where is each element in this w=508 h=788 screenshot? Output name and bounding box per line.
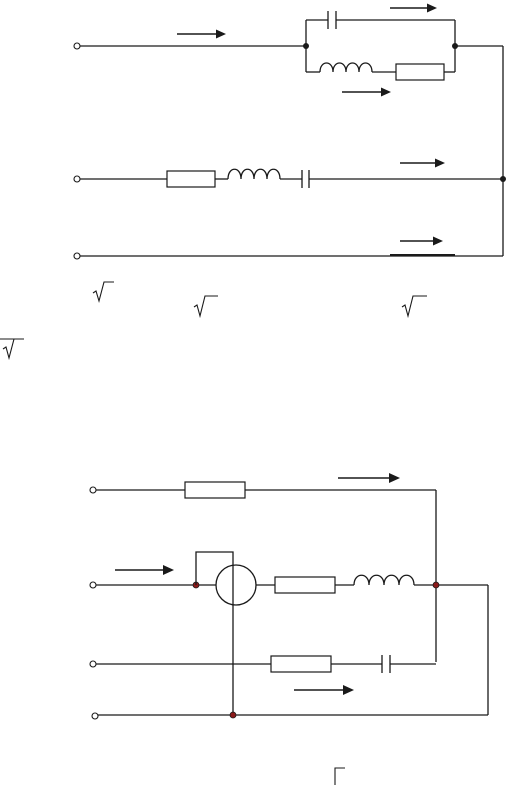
capacitor-top [306, 11, 455, 29]
wattmeter-icon [215, 564, 257, 606]
capacitor-lower-2 [381, 655, 391, 673]
current-arrow-lower-2 [294, 685, 354, 695]
radical-4 [0, 338, 24, 361]
star-node [500, 176, 506, 182]
diagram-2 [89, 473, 489, 785]
diagram-1-phase-top [73, 3, 504, 256]
terminal-middle-1 [73, 175, 81, 183]
terminal-neutral-2 [91, 712, 99, 720]
inductor-middle [227, 168, 281, 180]
current-arrow-rl-branch [342, 87, 391, 97]
inductor-top [319, 62, 373, 73]
current-arrow-bottom [400, 236, 443, 246]
diagram-2-phase-lower [89, 655, 436, 695]
resistor-top [395, 63, 445, 81]
diagram-1 [0, 3, 506, 361]
radical-1 [92, 281, 114, 304]
radical-marks [0, 281, 427, 361]
terminal-middle-2 [89, 581, 97, 589]
current-arrow-middle [400, 158, 445, 168]
radical-3 [401, 295, 427, 319]
terminal-lower-2 [89, 660, 97, 668]
resistor-middle [166, 170, 216, 188]
radical-2 [193, 295, 218, 319]
diagram-2-phase-top [89, 473, 437, 662]
diagram-2-phase-neutral [91, 711, 488, 720]
terminal-bottom-1 [73, 252, 81, 260]
star-node-2 [432, 581, 440, 589]
resistor-middle-2 [274, 576, 336, 594]
capacitor-middle [301, 170, 310, 188]
terminal-top-2 [89, 486, 97, 494]
node [229, 711, 237, 719]
inductor-middle-2 [353, 574, 415, 586]
current-arrow-top-2 [338, 473, 400, 483]
diagram-2-phase-middle [89, 551, 489, 715]
current-arrow-middle-2 [115, 565, 174, 575]
current-arrow-top-1 [177, 29, 226, 39]
diagram-1-phase-middle [73, 158, 506, 188]
terminal-top-1 [73, 42, 81, 50]
resistor-lower-2 [270, 655, 332, 673]
diagram-1-phase-bottom [73, 236, 503, 260]
resistor-top-2 [184, 481, 246, 499]
wattmeter-voltage-lead [195, 551, 234, 715]
bracket-mark [334, 767, 345, 785]
current-arrow-cap-branch [390, 3, 437, 13]
